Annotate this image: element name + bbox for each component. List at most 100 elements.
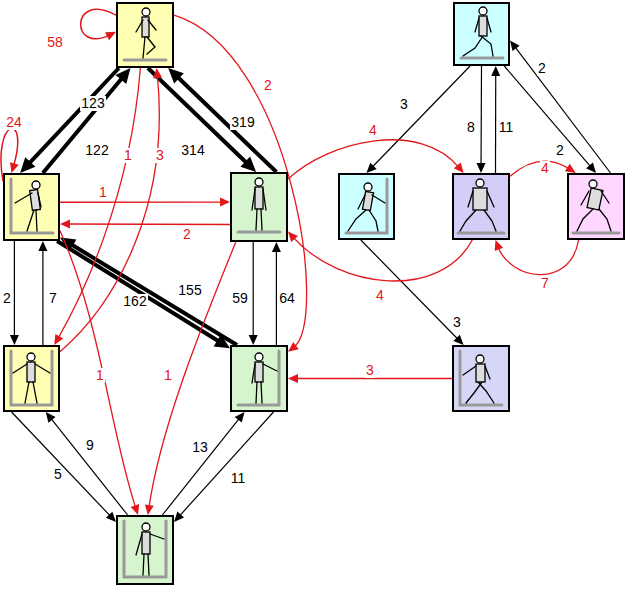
transition-count: 13 [191, 440, 209, 455]
transition-arrow [510, 40, 611, 173]
transition-count: 2 [555, 143, 565, 158]
transition-line [43, 76, 124, 173]
transition-arrow [162, 412, 244, 515]
transition-count: 2 [182, 227, 192, 242]
transition-arrow [20, 68, 119, 173]
transition-line [514, 46, 610, 173]
transition-arrow [12, 412, 116, 522]
transition-count: 7 [540, 276, 550, 291]
state-box [230, 172, 288, 242]
transition-count: 1 [163, 368, 173, 383]
transition-arrow [249, 242, 258, 345]
arrow-head [495, 240, 503, 251]
arrow-head [174, 512, 184, 522]
transition-arrow [38, 241, 47, 345]
arrow-head [586, 162, 596, 173]
transition-line [361, 240, 459, 340]
transition-arrow [81, 9, 116, 40]
transition-line [504, 66, 591, 168]
transition-line [149, 242, 236, 508]
transition-count: 8 [466, 120, 476, 135]
transition-count: 2 [263, 78, 273, 93]
arrow-head [220, 198, 230, 207]
transition-arrow [367, 66, 471, 173]
arrow-head [477, 163, 486, 173]
transition-count: 3 [365, 363, 375, 378]
transition-arrow [477, 66, 486, 173]
transition-count: 9 [85, 438, 95, 453]
transition-line [174, 15, 307, 347]
arrow-head [153, 68, 162, 78]
transition-arrow [174, 412, 274, 522]
transition-count: 5 [53, 467, 63, 482]
arrow-head [249, 335, 258, 345]
arrow-head [105, 32, 116, 41]
arrow-head [168, 68, 184, 83]
transition-arrow [504, 66, 596, 173]
transition-count: 155 [177, 283, 202, 298]
arrow-head [38, 241, 47, 251]
transition-count: 4 [368, 123, 378, 138]
transition-arrow [148, 68, 256, 172]
transition-count: 24 [5, 115, 23, 130]
transition-arrow [145, 242, 236, 515]
state-box [453, 2, 510, 66]
arrow-head [272, 242, 281, 252]
state-box [452, 345, 510, 412]
state-box [230, 345, 288, 412]
transition-line [480, 66, 482, 166]
transition-count: 319 [230, 115, 255, 130]
arrow-head [10, 162, 19, 173]
transition-line [60, 231, 136, 509]
transition-arrow [60, 231, 139, 515]
transition-arrow [168, 68, 276, 172]
transition-count: 4 [375, 288, 385, 303]
arrow-head [565, 164, 576, 173]
transition-line [69, 243, 237, 345]
transition-line [176, 75, 277, 172]
transition-count: 7 [48, 291, 58, 306]
transition-line [510, 161, 570, 176]
arrow-head [145, 504, 154, 515]
arrow-head [60, 220, 70, 229]
transition-count: 3 [155, 148, 165, 163]
transition-count: 3 [452, 315, 462, 330]
transition-count: 1 [98, 185, 108, 200]
transition-count: 3 [399, 97, 409, 112]
transition-line [371, 66, 470, 168]
arrow-head [453, 335, 463, 345]
transition-arrow [495, 240, 579, 275]
arrow-head [288, 342, 299, 352]
transition-line [12, 412, 112, 517]
transition-count: 4 [540, 161, 550, 176]
transition-count: 2 [2, 291, 12, 306]
transition-arrow [60, 220, 230, 229]
arrow-head [454, 162, 464, 173]
transition-line [253, 242, 254, 338]
arrow-head [20, 157, 35, 173]
transition-count: 2 [537, 61, 547, 76]
arrow-head [106, 512, 116, 522]
transition-line [179, 412, 274, 517]
arrow-head [288, 374, 298, 383]
transition-arrow [361, 240, 464, 345]
arrow-head [54, 334, 63, 345]
arrow-head [116, 68, 131, 84]
transition-count: 1 [95, 368, 105, 383]
state-box [3, 345, 60, 412]
state-box [116, 2, 174, 68]
transition-count: 58 [46, 35, 64, 50]
transition-count: 1 [123, 148, 133, 163]
transition-arrow [43, 68, 131, 173]
transition-line [293, 237, 473, 281]
transition-count: 162 [122, 294, 147, 309]
state-box [338, 173, 395, 240]
transition-arrow [510, 161, 576, 176]
state-box [3, 173, 60, 241]
arrow-head [367, 163, 377, 173]
transition-line [295, 378, 452, 379]
transition-count: 123 [80, 96, 105, 111]
